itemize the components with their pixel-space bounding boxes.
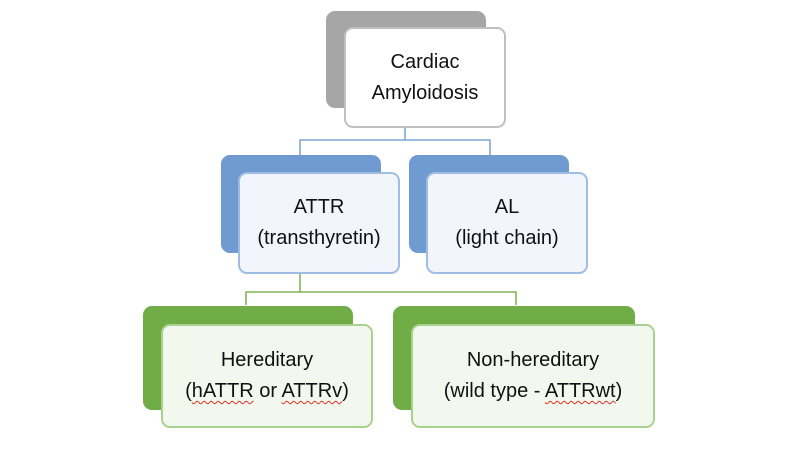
hereditary-line1: Hereditary (220, 349, 314, 371)
non-hereditary-line2: (wild type - ATTRwt) (444, 376, 623, 407)
node-attr-card: ATTR (transthyretin) (238, 172, 400, 274)
hereditary-code-hattr: hATTR (191, 380, 254, 402)
connector-attr-to-non-hereditary (300, 291, 517, 305)
hereditary-code-attrv: ATTRv (281, 380, 343, 402)
al-line2: (light chain) (455, 227, 559, 249)
hereditary-paren-close: ) (342, 380, 349, 402)
non-hereditary-code-attrwt: ATTRwt (544, 380, 616, 402)
non-hereditary-wild-type: (wild type - (443, 380, 545, 402)
node-non-hereditary-card: Non-hereditary (wild type - ATTRwt) (411, 324, 655, 428)
root-title-line2: Amyloidosis (371, 81, 479, 104)
connector-attr-to-level2 (245, 273, 301, 305)
attr-line1: ATTR (293, 196, 345, 218)
connector-root-to-level1 (299, 126, 406, 155)
node-root-card: Cardiac Amyloidosis (344, 27, 506, 128)
non-hereditary-paren-close: ) (615, 380, 623, 402)
node-al-card: AL (light chain) (426, 172, 588, 274)
hereditary-line2: (hATTR or ATTRv) (185, 376, 349, 407)
root-title-line1: Cardiac (390, 50, 460, 73)
node-hereditary-card: Hereditary (hATTR or ATTRv) (161, 324, 373, 428)
hereditary-or: or (253, 380, 282, 402)
connector-root-to-al (405, 139, 491, 155)
non-hereditary-line1: Non-hereditary (466, 349, 600, 371)
attr-line2: (transthyretin) (257, 227, 381, 249)
al-line1: AL (494, 196, 520, 218)
hereditary-paren-open: ( (185, 380, 192, 402)
